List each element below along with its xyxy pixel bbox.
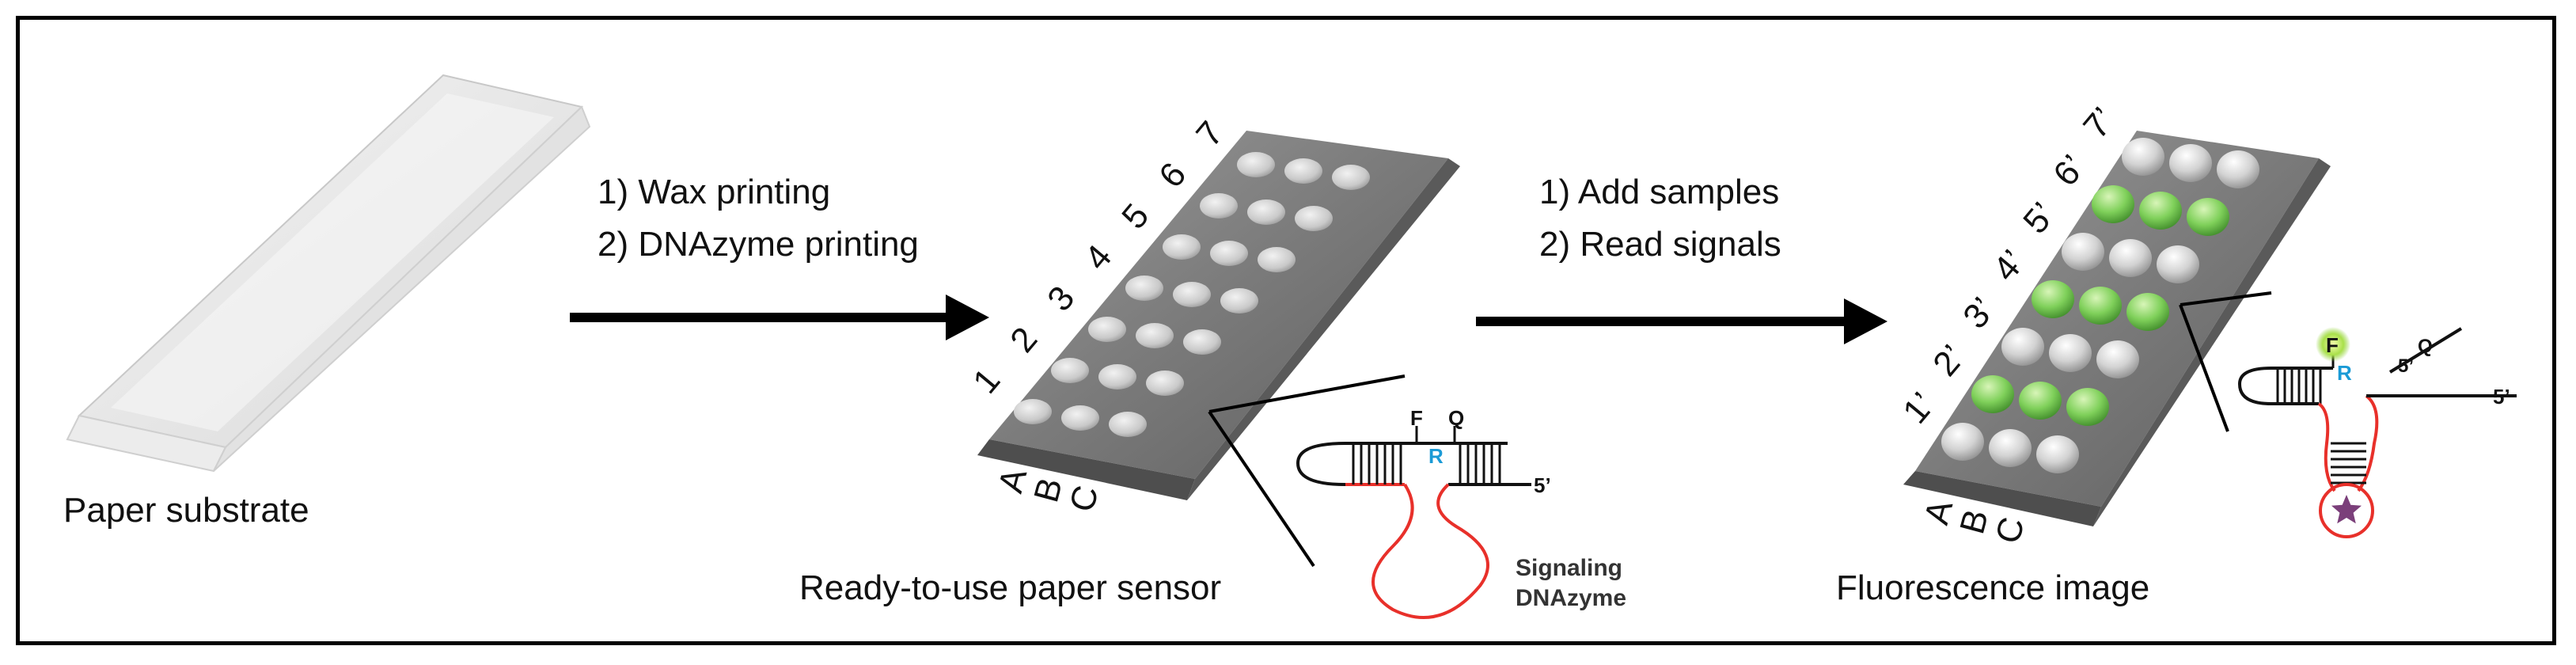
well-B5’ xyxy=(2109,239,2152,277)
well-B7 xyxy=(1284,158,1322,184)
well-A3’ xyxy=(2001,328,2044,366)
caption-paper-substrate: Paper substrate xyxy=(63,491,309,530)
cleaved-five-prime-label: 5’ xyxy=(2398,355,2414,377)
column-label-1: 1’ xyxy=(1895,386,1943,431)
caption-fluorescence-image: Fluorescence image xyxy=(1836,568,2150,607)
well-C7 xyxy=(1332,165,1370,190)
positive-well-A4’ xyxy=(2032,280,2074,318)
positive-well-C6’ xyxy=(2187,198,2229,236)
positive-well-B2’ xyxy=(2019,382,2062,420)
zoom-line-bottom xyxy=(1208,410,1315,568)
well-B4 xyxy=(1173,282,1211,307)
column-label-5: 5’ xyxy=(2016,196,2063,241)
well-A2 xyxy=(1051,358,1089,383)
paper-substrate xyxy=(66,74,591,473)
well-C1’ xyxy=(2036,435,2079,473)
cleaved-ribo-label: R xyxy=(2337,361,2352,385)
positive-well-A2’ xyxy=(1971,375,2014,413)
column-label-6: 6 xyxy=(1151,155,1193,195)
cleaved-fluorophore-label: F xyxy=(2326,333,2339,357)
column-label-4: 4 xyxy=(1077,238,1119,277)
well-A7’ xyxy=(2122,138,2164,176)
well-C2 xyxy=(1146,370,1184,396)
step-read-signals: 2) Read signals xyxy=(1539,225,1781,264)
column-label-2: 2’ xyxy=(1925,338,1973,384)
cleaved-dnazyme-diagram: F R 5’ Q 5’ xyxy=(2237,327,2517,538)
column-label-2: 2 xyxy=(1003,320,1045,359)
well-B5 xyxy=(1210,241,1248,266)
well-B3 xyxy=(1136,323,1174,348)
process-arrow-2 xyxy=(1476,298,1887,344)
column-label-3: 3’ xyxy=(1956,291,2003,336)
column-label-7: 7 xyxy=(1189,114,1231,154)
well-C3 xyxy=(1183,329,1221,355)
ribo-label: R xyxy=(1428,444,1444,468)
cleaved-five-prime-end-label: 5’ xyxy=(2493,385,2510,408)
column-label-3: 3 xyxy=(1040,279,1082,318)
fluorescence-pad: 1’2’3’4’5’6’7’ ABC xyxy=(1895,101,2331,548)
zoom-line-bottom-2 xyxy=(2179,304,2229,432)
zoom-line-top xyxy=(1208,374,1406,413)
positive-well-C4’ xyxy=(2126,293,2169,331)
row-label-C: C xyxy=(1062,481,1106,515)
signaling-label: Signaling xyxy=(1516,555,1622,581)
column-label-6: 6’ xyxy=(2046,148,2093,194)
step-list-2: 1) Add samples 2) Read signals xyxy=(1539,166,1781,271)
positive-well-B4’ xyxy=(2079,287,2122,325)
well-B1 xyxy=(1061,405,1099,431)
step-add-samples: 1) Add samples xyxy=(1539,173,1780,211)
well-A6 xyxy=(1200,193,1238,218)
fluorophore-label: F xyxy=(1410,406,1423,430)
caption-paper-sensor: Ready-to-use paper sensor xyxy=(799,568,1222,607)
star-icon xyxy=(2331,495,2362,524)
well-B7’ xyxy=(2169,144,2212,182)
well-C4 xyxy=(1220,288,1258,314)
step-wax-printing: 1) Wax printing xyxy=(598,173,831,211)
well-C3’ xyxy=(2096,340,2139,378)
column-label-5: 5 xyxy=(1114,196,1156,236)
column-label-4: 4’ xyxy=(1986,243,2033,289)
zoom-line-top-2 xyxy=(2180,291,2272,306)
quencher-label: Q xyxy=(1448,406,1464,430)
positive-well-B6’ xyxy=(2139,192,2182,230)
well-B1’ xyxy=(1989,429,2032,467)
well-C5 xyxy=(1258,247,1296,272)
step-list-1: 1) Wax printing 2) DNAzyme printing xyxy=(598,166,919,271)
well-A1’ xyxy=(1941,423,1984,461)
well-A5’ xyxy=(2062,233,2104,271)
well-C1 xyxy=(1109,412,1147,437)
well-A3 xyxy=(1088,317,1126,342)
well-C6 xyxy=(1295,206,1333,231)
positive-well-C2’ xyxy=(2066,388,2109,426)
five-prime-label: 5’ xyxy=(1534,473,1551,497)
cleaved-quencher-label: Q xyxy=(2418,336,2433,357)
well-B3’ xyxy=(2049,334,2092,372)
process-arrow-1 xyxy=(570,294,989,340)
column-label-7: 7’ xyxy=(2076,101,2123,146)
well-C7’ xyxy=(2217,150,2259,188)
dnazyme-label: DNAzyme xyxy=(1516,585,1626,611)
well-B6 xyxy=(1247,200,1285,225)
well-A1 xyxy=(1014,399,1052,424)
fluorescence-glow-icon xyxy=(2316,327,2350,362)
well-B2 xyxy=(1098,364,1136,390)
positive-well-A6’ xyxy=(2092,185,2134,223)
row-label-C: C xyxy=(1988,513,2032,547)
well-A4 xyxy=(1125,276,1163,301)
well-A5 xyxy=(1163,234,1201,260)
well-A7 xyxy=(1237,152,1275,177)
column-label-1: 1 xyxy=(966,361,1007,401)
step-dnazyme-printing: 2) DNAzyme printing xyxy=(598,225,919,264)
well-C5’ xyxy=(2157,245,2199,283)
signaling-dnazyme-diagram: F R Q 5’ Signaling DNAzyme xyxy=(1296,406,1626,619)
